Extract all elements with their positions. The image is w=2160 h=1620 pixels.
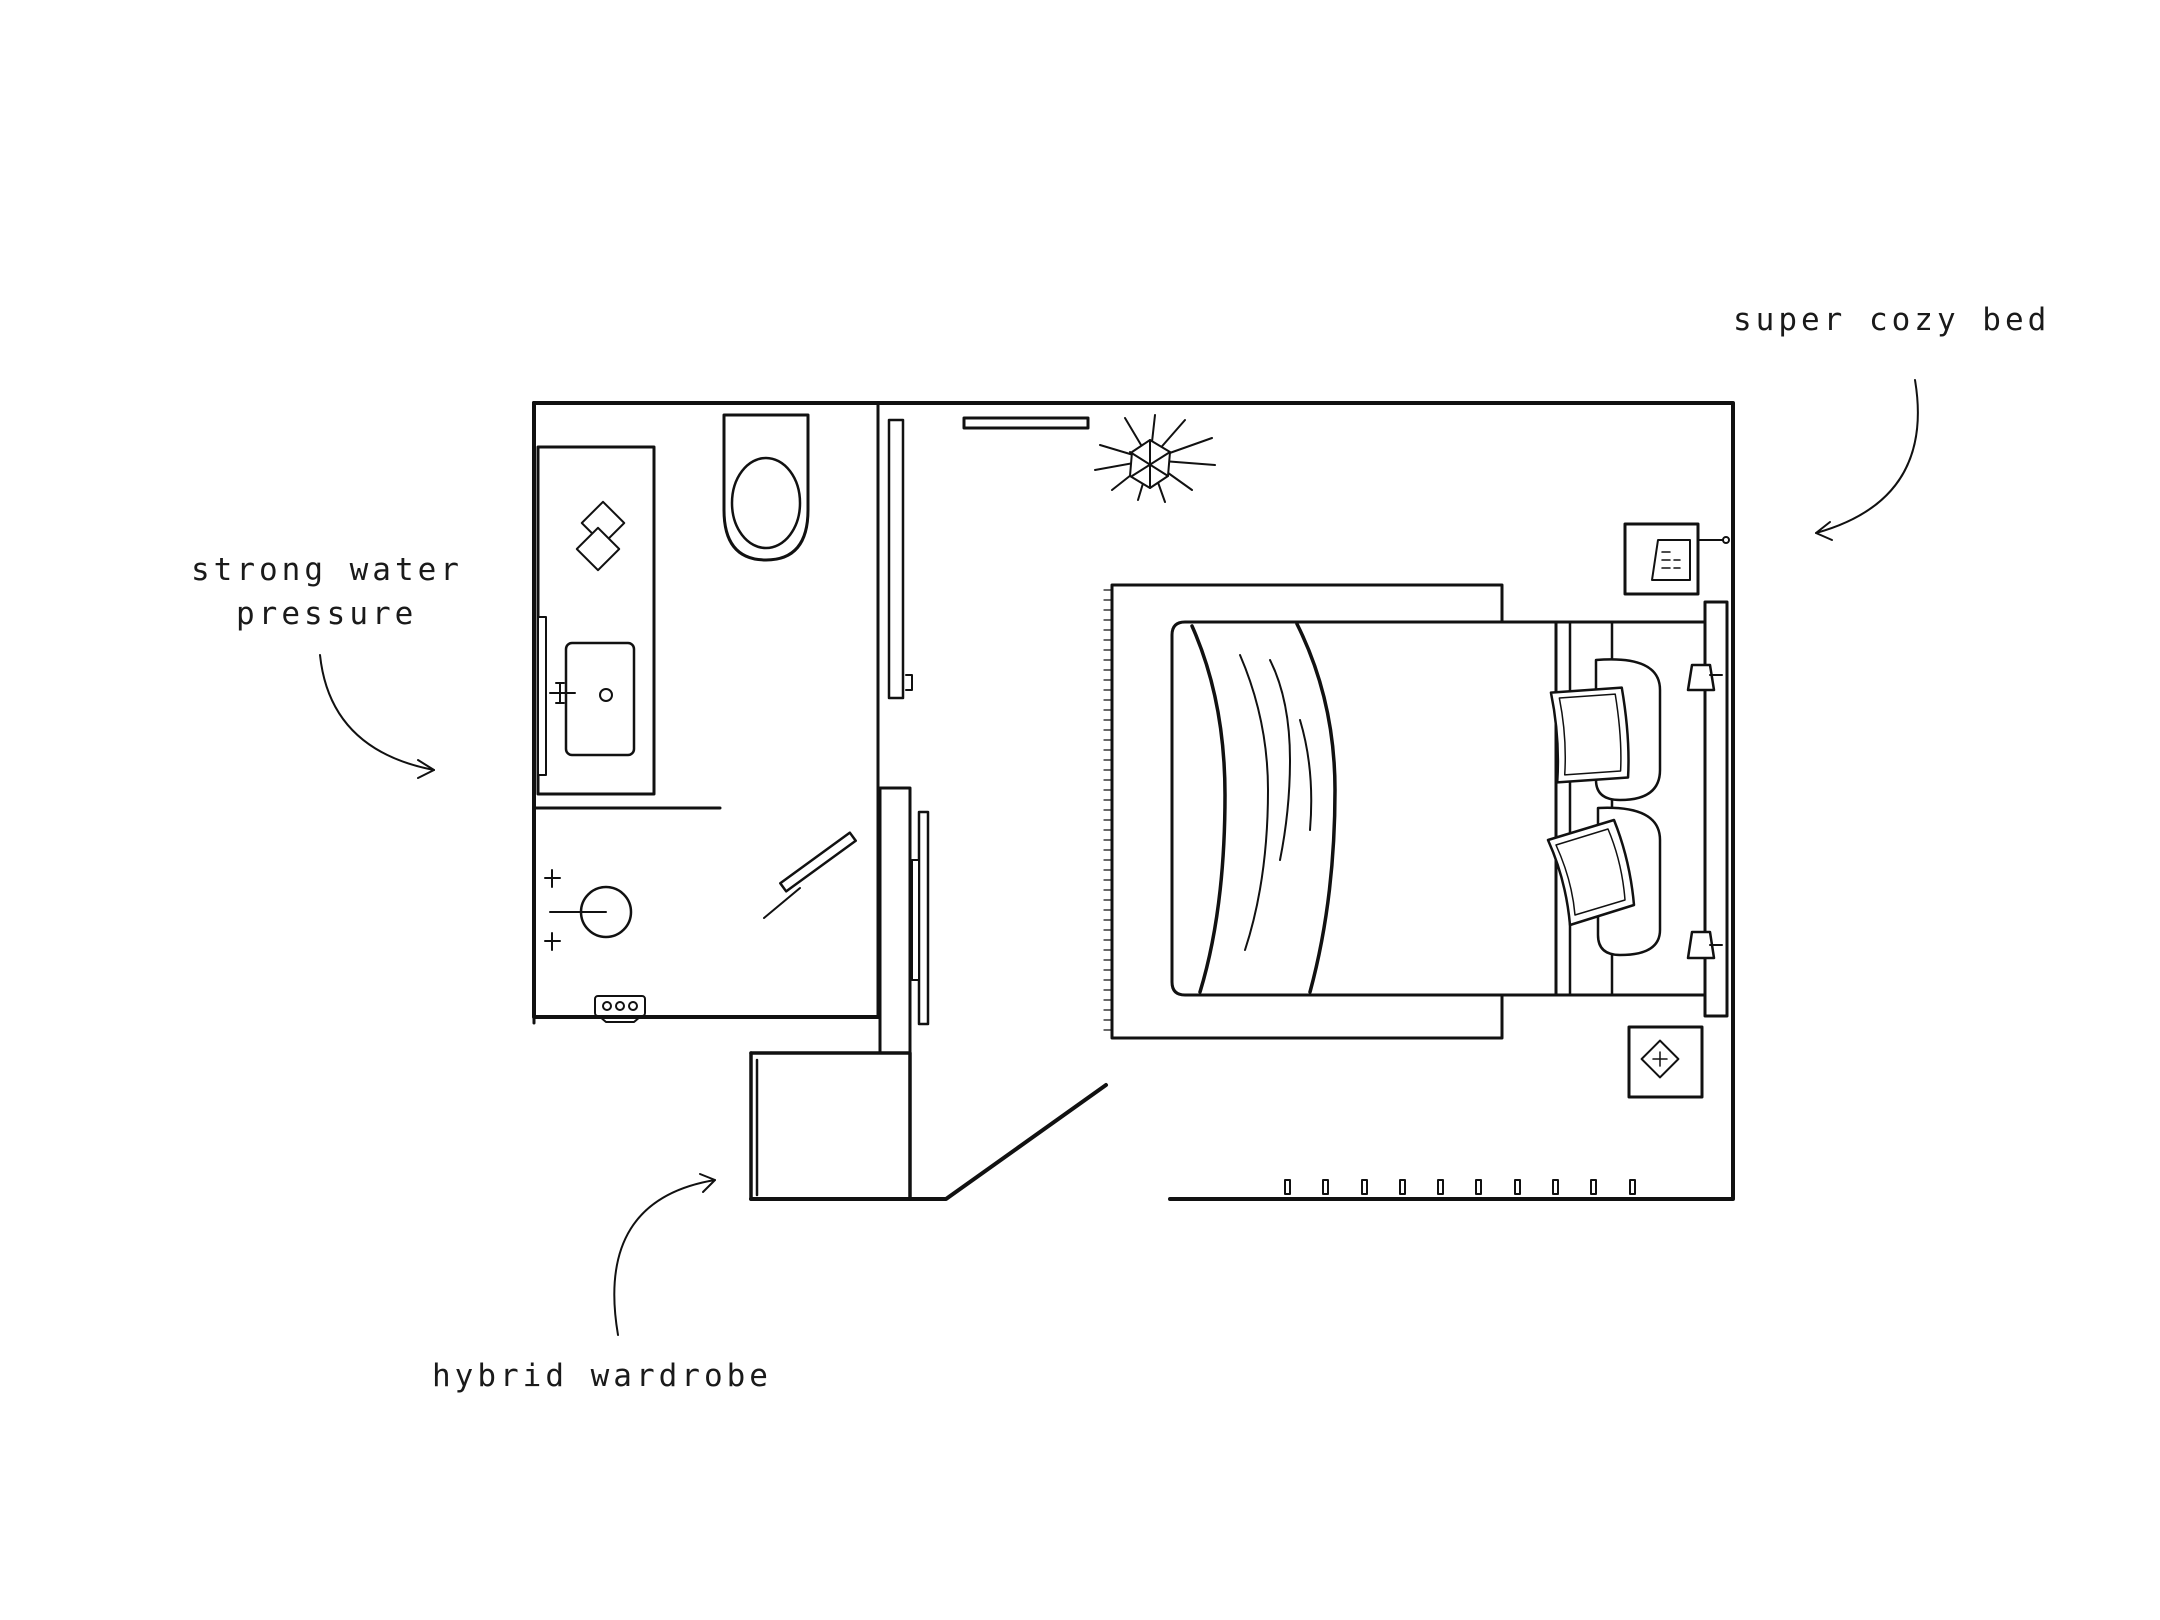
radiator xyxy=(1284,1179,1636,1195)
label-water-pressure-line2: pressure xyxy=(236,596,418,632)
arrow-icon xyxy=(1815,379,1919,541)
label-hybrid-wardrobe: hybrid wardrobe xyxy=(432,1358,772,1394)
sliding-door xyxy=(911,810,930,1026)
nightstand-top xyxy=(1623,522,1730,596)
arrow-icon xyxy=(613,1173,716,1336)
phone-icon xyxy=(1651,539,1691,581)
label-cozy-bed: super cozy bed xyxy=(1733,302,2051,338)
shower-door xyxy=(763,831,857,919)
sink-icon xyxy=(564,641,636,757)
nightstand-bottom xyxy=(1627,1025,1704,1099)
towel-rail xyxy=(887,418,913,700)
partition-wall xyxy=(878,786,912,1055)
wardrobe xyxy=(749,1051,912,1201)
lamp-icon xyxy=(1686,663,1723,960)
wall-shelf xyxy=(962,416,1090,430)
arrow-icon xyxy=(319,654,435,779)
label-water-pressure-line1: strong water xyxy=(191,552,463,588)
outer-walls xyxy=(532,401,1735,1201)
plant-icon xyxy=(1094,414,1216,503)
toilet-icon xyxy=(722,413,810,562)
pillow-icon xyxy=(1546,658,1662,957)
vanity-counter xyxy=(536,445,656,796)
shower-icon xyxy=(544,869,646,1023)
towel-icon xyxy=(575,500,626,572)
